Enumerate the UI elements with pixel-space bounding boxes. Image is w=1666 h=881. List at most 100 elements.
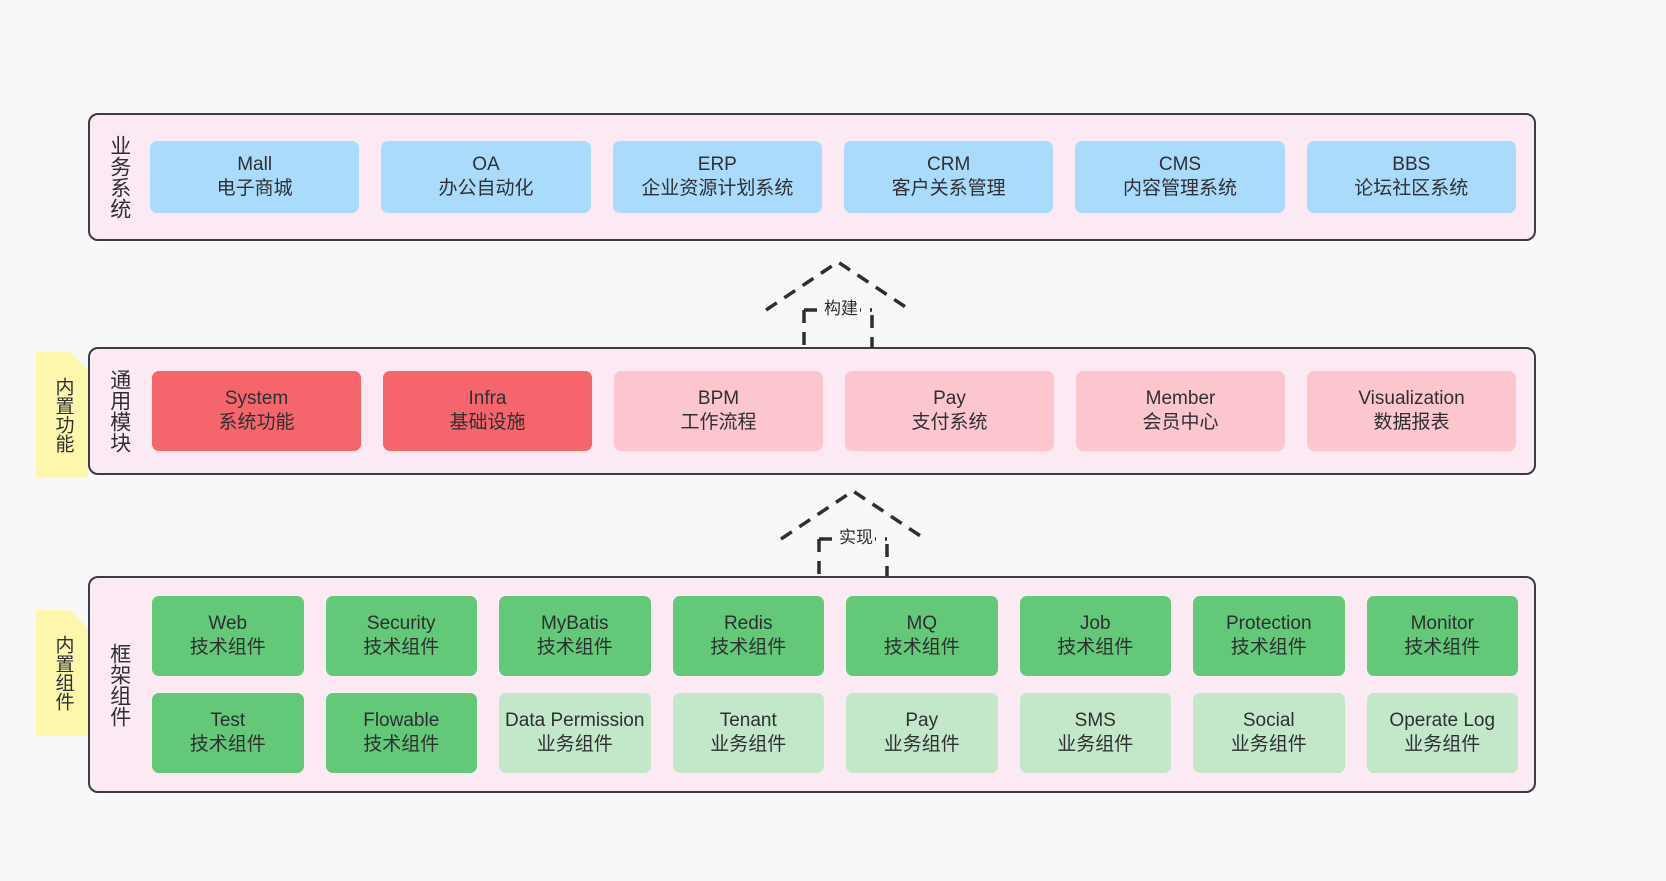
card-title: CMS: [1158, 153, 1202, 175]
card-title: Social: [1242, 709, 1295, 731]
card-web[interactable]: Web 技术组件: [152, 596, 304, 676]
layer-business-systems: 业务系统 Mall 电子商城 OA 办公自动化 ERP 企业资源计划系统 CRM…: [88, 113, 1536, 241]
card-mq[interactable]: MQ 技术组件: [846, 596, 998, 676]
card-system[interactable]: System 系统功能: [152, 371, 361, 451]
card-subtitle: 业务组件: [1404, 734, 1481, 755]
card-title: Infra: [468, 387, 507, 409]
card-row: System 系统功能 Infra 基础设施 BPM 工作流程 Pay 支付系统…: [152, 371, 1516, 451]
card-subtitle: 企业资源计划系统: [641, 178, 794, 199]
note-builtin-feature: 内置功能: [36, 352, 88, 478]
card-subtitle: 业务组件: [883, 734, 960, 755]
card-monitor[interactable]: Monitor 技术组件: [1366, 596, 1518, 676]
card-subtitle: 客户关系管理: [891, 178, 1006, 199]
card-data-permission[interactable]: Data Permission 业务组件: [499, 693, 651, 773]
card-title: Security: [366, 612, 436, 634]
note-builtin-component: 内置组件: [36, 610, 88, 736]
card-tenant[interactable]: Tenant 业务组件: [672, 693, 824, 773]
card-subtitle: 技术组件: [1404, 637, 1481, 658]
card-subtitle: 工作流程: [680, 412, 757, 433]
card-title: Redis: [723, 612, 773, 634]
layer-title-business-systems: 业务系统: [107, 135, 131, 219]
card-subtitle: 技术组件: [710, 637, 787, 658]
layer-body-framework-components: Web 技术组件 Security 技术组件 MyBatis 技术组件 Redi…: [148, 578, 1534, 791]
card-cms[interactable]: CMS 内容管理系统: [1075, 141, 1285, 213]
card-crm[interactable]: CRM 客户关系管理: [843, 141, 1054, 213]
card-subtitle: 技术组件: [1230, 637, 1307, 658]
layer-title-framework-components: 框架组件: [107, 642, 131, 727]
card-pay[interactable]: Pay 支付系统: [845, 371, 1054, 451]
card-title: Protection: [1225, 612, 1312, 634]
card-subtitle: 电子商城: [216, 178, 293, 199]
card-subtitle: 业务组件: [536, 734, 613, 755]
card-subtitle: 技术组件: [363, 734, 440, 755]
card-protection[interactable]: Protection 技术组件: [1193, 596, 1345, 676]
card-row: Mall 电子商城 OA 办公自动化 ERP 企业资源计划系统 CRM 客户关系…: [150, 141, 1516, 213]
card-title: Visualization: [1358, 387, 1465, 409]
card-member[interactable]: Member 会员中心: [1076, 371, 1285, 451]
card-title: MyBatis: [540, 612, 609, 634]
card-title: Test: [210, 709, 246, 731]
card-subtitle: 技术组件: [189, 734, 266, 755]
layer-common-modules: 通用模块 System 系统功能 Infra 基础设施 BPM 工作流程 Pay…: [88, 347, 1536, 475]
card-subtitle: 技术组件: [883, 637, 960, 658]
card-subtitle: 技术组件: [363, 637, 440, 658]
card-job[interactable]: Job 技术组件: [1019, 596, 1171, 676]
card-title: Monitor: [1410, 612, 1474, 634]
card-title: BBS: [1392, 153, 1431, 175]
arrow-build: 构建: [758, 258, 918, 353]
card-erp[interactable]: ERP 企业资源计划系统: [612, 141, 822, 213]
card-subtitle: 技术组件: [1057, 637, 1134, 658]
arrow-label-build: 构建: [822, 299, 860, 318]
card-subtitle: 内容管理系统: [1122, 178, 1237, 199]
card-subtitle: 会员中心: [1142, 412, 1219, 433]
card-subtitle: 办公自动化: [438, 178, 534, 199]
card-social[interactable]: Social 业务组件: [1193, 693, 1345, 773]
note-label: 内置功能: [52, 377, 74, 453]
card-test[interactable]: Test 技术组件: [152, 693, 304, 773]
card-mybatis[interactable]: MyBatis 技术组件: [499, 596, 651, 676]
card-subtitle: 技术组件: [189, 637, 266, 658]
card-title: BPM: [697, 387, 740, 409]
folded-corner-icon: [70, 610, 88, 628]
card-operate-log[interactable]: Operate Log 业务组件: [1366, 693, 1518, 773]
card-title: Job: [1079, 612, 1111, 634]
card-title: Data Permission: [505, 709, 645, 731]
card-title: Pay: [905, 709, 939, 731]
card-oa[interactable]: OA 办公自动化: [381, 141, 591, 213]
card-security[interactable]: Security 技术组件: [325, 596, 477, 676]
card-row: Test 技术组件 Flowable 技术组件 Data Permission …: [152, 693, 1518, 773]
card-flowable[interactable]: Flowable 技术组件: [325, 693, 477, 773]
card-title: ERP: [697, 153, 737, 175]
layer-body-common-modules: System 系统功能 Infra 基础设施 BPM 工作流程 Pay 支付系统…: [148, 349, 1534, 473]
card-subtitle: 业务组件: [1230, 734, 1307, 755]
card-pay-business[interactable]: Pay 业务组件: [846, 693, 998, 773]
card-bbs[interactable]: BBS 论坛社区系统: [1306, 141, 1516, 213]
card-title: System: [224, 387, 289, 409]
card-title: OA: [472, 153, 500, 175]
card-title: Tenant: [719, 709, 777, 731]
arrow-label-realize: 实现: [837, 528, 875, 547]
arrow-realize: 实现: [773, 487, 933, 582]
card-title: MQ: [906, 612, 938, 634]
card-redis[interactable]: Redis 技术组件: [672, 596, 824, 676]
card-mall[interactable]: Mall 电子商城: [150, 141, 360, 213]
layer-title-common-modules: 通用模块: [107, 369, 131, 453]
card-subtitle: 系统功能: [218, 412, 295, 433]
card-title: Flowable: [363, 709, 440, 731]
card-subtitle: 数据报表: [1373, 412, 1450, 433]
card-sms[interactable]: SMS 业务组件: [1019, 693, 1171, 773]
layer-body-business-systems: Mall 电子商城 OA 办公自动化 ERP 企业资源计划系统 CRM 客户关系…: [148, 115, 1534, 239]
card-row: Web 技术组件 Security 技术组件 MyBatis 技术组件 Redi…: [152, 596, 1518, 676]
card-title: CRM: [927, 153, 971, 175]
card-subtitle: 业务组件: [710, 734, 787, 755]
card-title: Operate Log: [1389, 709, 1496, 731]
note-label: 内置组件: [52, 635, 74, 711]
card-subtitle: 技术组件: [536, 637, 613, 658]
card-visualization[interactable]: Visualization 数据报表: [1307, 371, 1516, 451]
card-infra[interactable]: Infra 基础设施: [383, 371, 592, 451]
card-bpm[interactable]: BPM 工作流程: [614, 371, 823, 451]
card-title: Pay: [933, 387, 966, 409]
folded-corner-icon: [70, 352, 88, 370]
card-subtitle: 业务组件: [1057, 734, 1134, 755]
